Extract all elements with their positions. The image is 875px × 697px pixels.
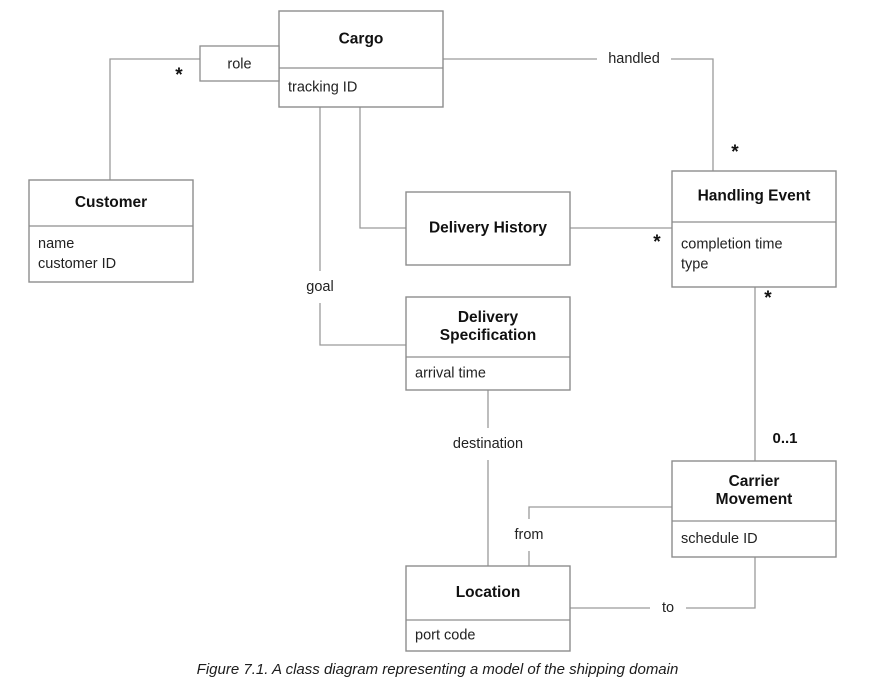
- role-box-layer: role: [199, 45, 280, 82]
- multiplicity-cargo_handling_event: *: [731, 142, 739, 163]
- class-box-cargo[interactable]: Cargo tracking ID: [278, 10, 444, 108]
- class-name-delivery_specification: Delivery: [458, 309, 519, 326]
- multiplicity-cargo_customer: *: [175, 65, 183, 86]
- role-box-outline: [199, 45, 280, 82]
- class-box-outline-carrier_movement: [671, 460, 837, 558]
- class-box-location[interactable]: Location port code: [405, 565, 571, 652]
- figure-caption: Figure 7.1. A class diagram representing…: [196, 661, 679, 678]
- class-box-outline-location: [405, 565, 571, 652]
- class-name-customer: Customer: [75, 194, 147, 211]
- class-name-cargo: Cargo: [339, 31, 384, 48]
- class-box-outline-customer: [28, 179, 194, 283]
- class-name-carrier_movement: Movement: [716, 491, 793, 508]
- class-attribute-customer: name: [38, 236, 74, 252]
- class-attribute-customer: customer ID: [38, 256, 116, 272]
- association-cargo_handling_event: [443, 58, 714, 171]
- class-box-handling_event[interactable]: Handling Event completion time type: [671, 170, 837, 288]
- class-attribute-location: port code: [415, 627, 475, 643]
- class-name-carrier_movement: Carrier: [729, 473, 780, 490]
- association-label-carrier_movement_location_from: from: [515, 527, 544, 543]
- association-carrier_movement_location_to: [570, 557, 756, 609]
- class-box-outline-delivery_specification: [405, 296, 571, 391]
- association-label-delivery_specification_location: destination: [453, 436, 523, 452]
- class-name-handling_event: Handling Event: [698, 188, 811, 205]
- association-carrier_movement_location_from: [528, 506, 672, 566]
- association-layer: [109, 58, 756, 609]
- association-label-cargo_delivery_specification: goal: [306, 279, 333, 295]
- association-label-cargo_handling_event: handled: [608, 51, 660, 67]
- class-box-outline-delivery_history: [405, 191, 571, 266]
- association-cargo_customer: [109, 58, 200, 180]
- class-attribute-handling_event: completion time: [681, 236, 783, 252]
- class-attribute-carrier_movement: schedule ID: [681, 531, 758, 547]
- class-attribute-cargo: tracking ID: [288, 79, 357, 95]
- class-box-outline-handling_event: [671, 170, 837, 288]
- class-attribute-delivery_specification: arrival time: [415, 365, 486, 381]
- class-name-delivery_specification: Specification: [440, 327, 536, 344]
- class-box-layer: Cargo tracking ID Customer name customer ID H…: [28, 10, 837, 652]
- role-box-role_box[interactable]: role: [199, 45, 280, 82]
- multiplicity-handling_event_carrier_movement: *: [764, 288, 772, 309]
- multiplicity-delivery_history_handling_event: *: [653, 232, 661, 253]
- association-label-carrier_movement_location_to: to: [662, 600, 674, 616]
- class-attribute-handling_event: type: [681, 256, 708, 272]
- multiplicity-handling_event_carrier_movement-2: 0..1: [772, 430, 797, 447]
- association-cargo_delivery_history: [359, 107, 406, 229]
- class-name-location: Location: [456, 584, 521, 601]
- role-box-label: role: [227, 56, 251, 72]
- class-box-outline-cargo: [278, 10, 444, 108]
- class-box-customer[interactable]: Customer name customer ID: [28, 179, 194, 283]
- association-label-layer: * handled * goal * * 0..1 destination from to: [175, 51, 797, 616]
- class-box-delivery_history[interactable]: Delivery History: [405, 191, 571, 266]
- class-name-delivery_history: Delivery History: [429, 220, 547, 237]
- association-cargo_delivery_specification: [319, 107, 406, 346]
